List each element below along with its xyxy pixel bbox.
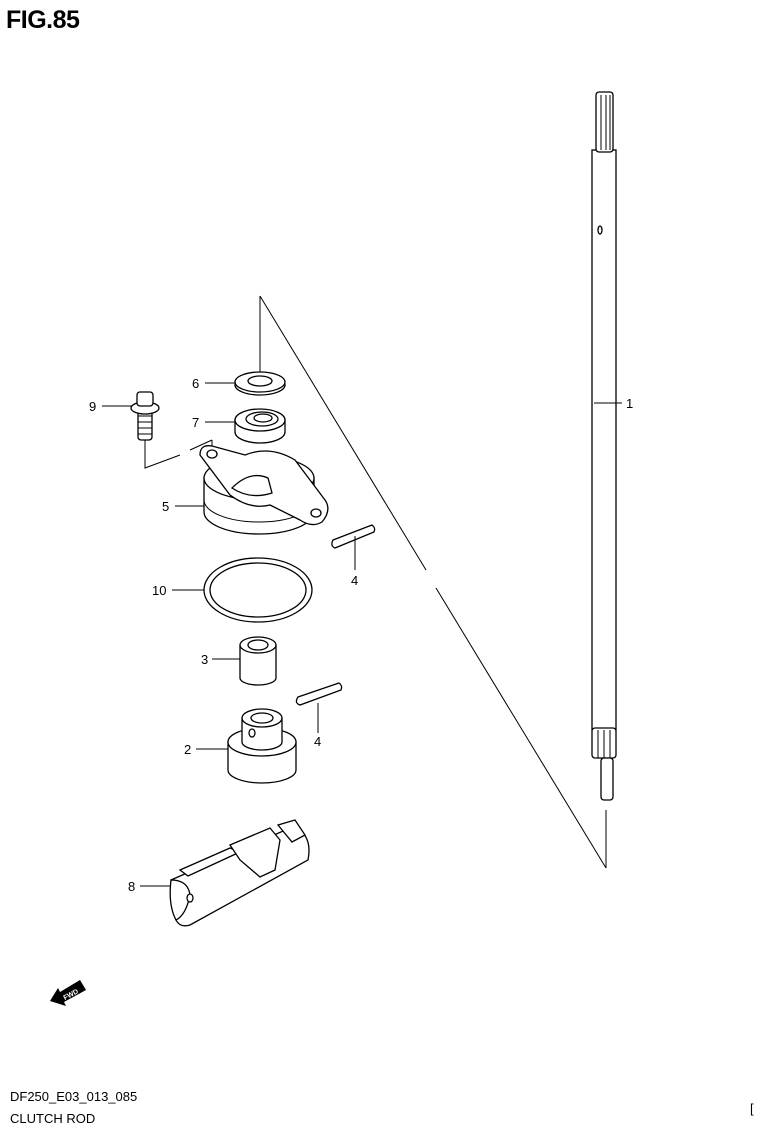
callout-4-upper: 4 bbox=[351, 573, 358, 588]
callout-4-lower: 4 bbox=[314, 734, 321, 749]
part-2-slider[interactable] bbox=[227, 708, 297, 784]
part-4-pin-upper[interactable] bbox=[331, 524, 376, 549]
part-7-oil-seal[interactable] bbox=[234, 408, 286, 444]
callout-5: 5 bbox=[162, 499, 169, 514]
figure-title: FIG.85 bbox=[6, 6, 80, 34]
callout-6: 6 bbox=[192, 376, 199, 391]
callout-9: 9 bbox=[89, 399, 96, 414]
part-3-bushing[interactable] bbox=[239, 636, 277, 686]
callout-8: 8 bbox=[128, 879, 135, 894]
callout-7: 7 bbox=[192, 415, 199, 430]
part-4-pin-lower[interactable] bbox=[295, 682, 343, 706]
diagram-code: DF250_E03_013_085 bbox=[10, 1089, 138, 1104]
callout-leaders bbox=[102, 382, 622, 887]
diagram-caption: CLUTCH ROD bbox=[10, 1111, 96, 1126]
callout-2: 2 bbox=[184, 742, 191, 757]
part-10-o-ring[interactable] bbox=[203, 557, 313, 623]
part-9-bolt[interactable] bbox=[130, 391, 160, 441]
callout-3: 3 bbox=[201, 652, 208, 667]
part-8-shifter[interactable] bbox=[169, 819, 310, 927]
callout-10: 10 bbox=[152, 583, 166, 598]
part-1-clutch-rod[interactable] bbox=[591, 91, 617, 801]
callout-1: 1 bbox=[626, 396, 633, 411]
corner-mark: [ bbox=[750, 1101, 754, 1116]
fwd-arrow-icon: FWD bbox=[50, 980, 86, 1006]
assembly-guide-lines bbox=[144, 295, 607, 869]
part-6-washer[interactable] bbox=[234, 371, 286, 396]
part-5-housing[interactable] bbox=[199, 445, 329, 535]
